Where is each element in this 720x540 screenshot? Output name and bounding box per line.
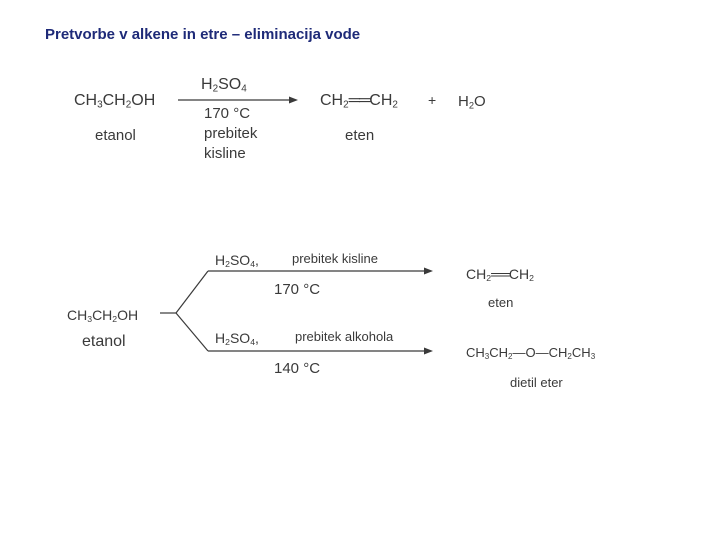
reaction1-condition-2: kisline — [204, 145, 246, 162]
reaction2-lower-product: CH3CH2—O—CH2CH3 — [466, 345, 596, 361]
reaction2-upper-product-name: eten — [488, 295, 514, 310]
reaction1-byproduct: H2O — [458, 93, 486, 111]
reaction1-product: CH2══CH2 — [320, 92, 398, 111]
reaction2-upper-reagent: H2SO4, — [215, 252, 259, 270]
reaction2-reactant-name: etanol — [82, 333, 126, 350]
reaction2-lower-arrowhead — [424, 347, 433, 355]
reaction2-upper-product: CH2══CH2 — [466, 266, 534, 284]
reaction1-product-name: eten — [345, 127, 375, 144]
reaction1-condition-temperature: 170 °C — [204, 105, 251, 122]
reaction1-plus: + — [428, 92, 437, 108]
reaction2-upper-condition: prebitek kisline — [292, 251, 378, 266]
reaction1-conditions: 170 °C prebitek kisline — [204, 104, 257, 164]
reaction2-upper-temperature: 170 °C — [274, 281, 321, 298]
reaction2-lower-temperature: 140 °C — [274, 360, 321, 377]
reaction2-reactant: CH3CH2OH — [67, 307, 139, 325]
reaction1-reactant-name: etanol — [95, 127, 136, 144]
reaction1-condition-1: prebitek — [204, 125, 258, 142]
reaction2-upper-arrowhead — [424, 267, 433, 275]
reaction1-reagent: H2SO4 — [201, 76, 247, 95]
reaction2-lower-product-name: dietil eter — [510, 375, 563, 390]
branch-upper — [175, 270, 209, 314]
reaction1-arrowhead — [289, 96, 298, 104]
reaction1-reactant: CH3CH2OH — [74, 92, 156, 111]
reaction2-lower-condition: prebitek alkohola — [295, 329, 394, 344]
slide-title: Pretvorbe v alkene in etre – eliminacija… — [45, 26, 361, 43]
branch-lower — [175, 312, 209, 352]
reaction2-lower-reagent: H2SO4, — [215, 330, 259, 348]
